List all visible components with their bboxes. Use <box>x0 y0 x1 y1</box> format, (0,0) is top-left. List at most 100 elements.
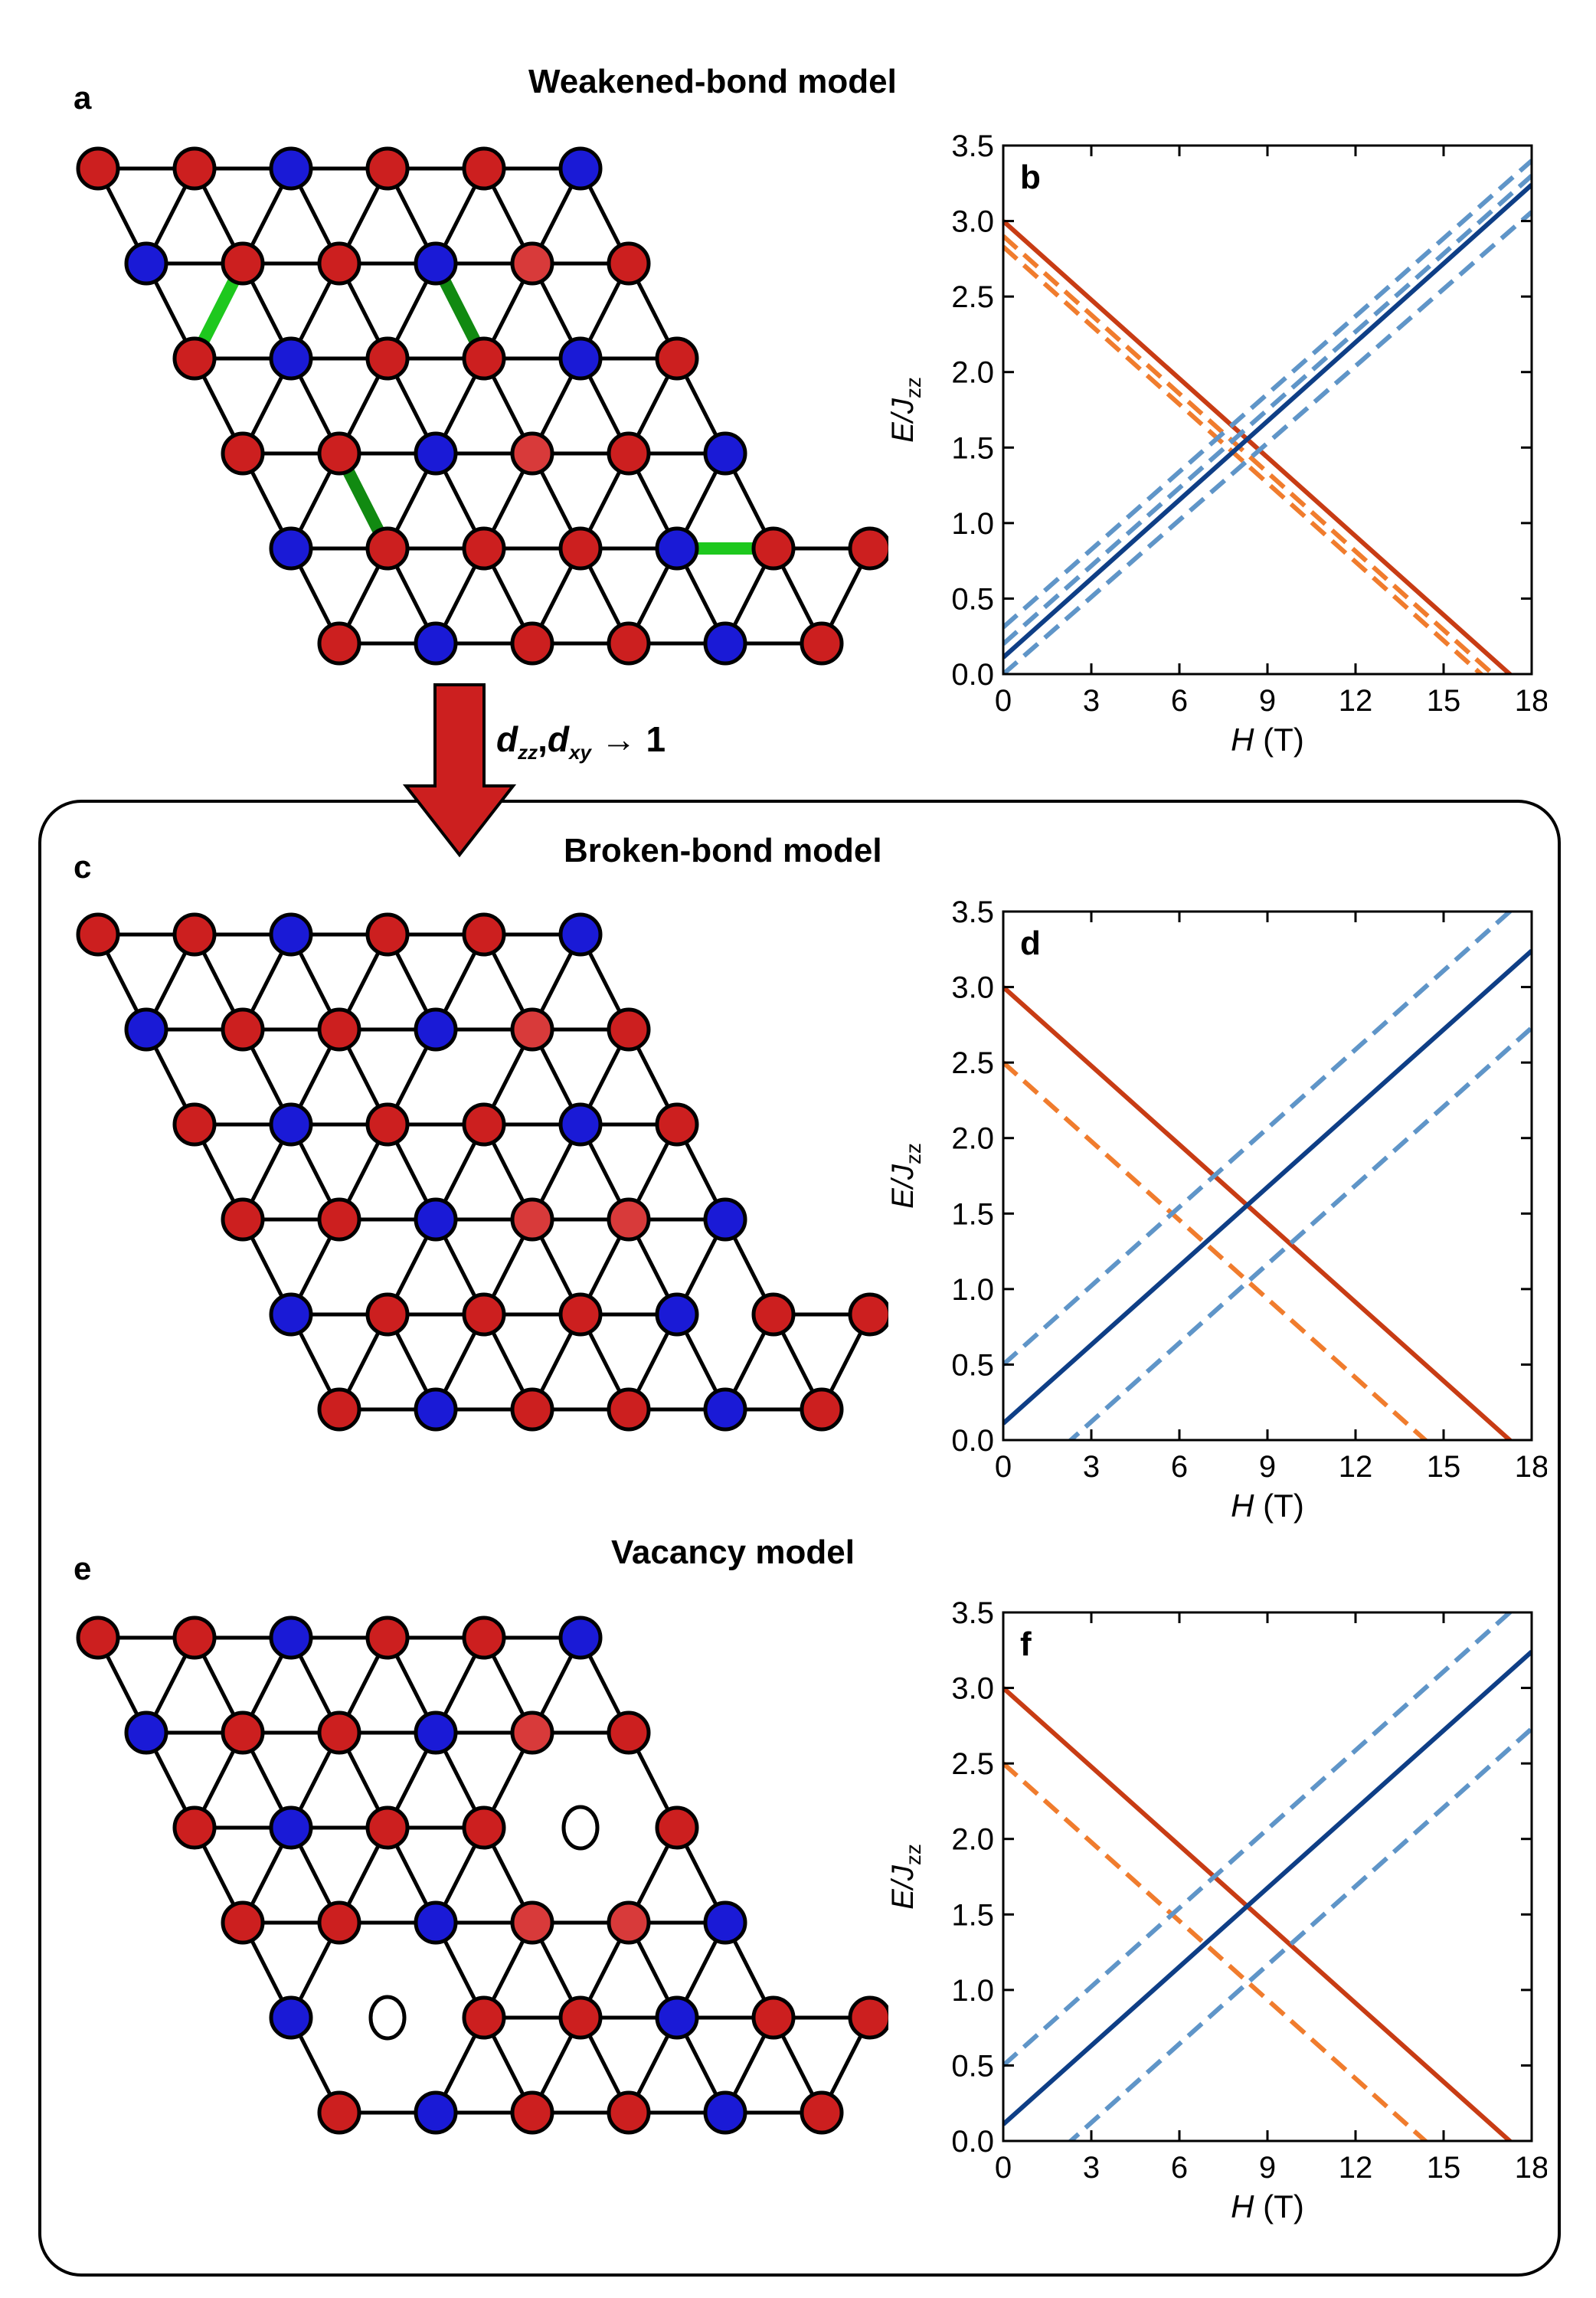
site-red <box>317 431 361 476</box>
series-line-5 <box>1067 1026 1532 1440</box>
site-blue <box>558 336 603 381</box>
y-tick-label: 3.5 <box>951 129 994 163</box>
site-red <box>365 146 410 191</box>
vacancy-site <box>368 1995 407 2041</box>
plot-frame <box>1002 1611 1533 2143</box>
x-tick-label: 15 <box>1427 2151 1461 2185</box>
series-line-5 <box>1067 1727 1532 2141</box>
site-red <box>462 1615 506 1660</box>
site-blue <box>269 912 313 957</box>
site-blue <box>269 336 313 381</box>
y-tick-label: 3.0 <box>951 1672 994 1706</box>
x-tick-label: 3 <box>1083 1450 1100 1484</box>
panel-label-c: c <box>74 849 92 885</box>
y-tick-label: 1.5 <box>951 1197 994 1231</box>
y-tick-label: 3.5 <box>951 895 994 929</box>
x-axis-label: H (T) <box>1231 722 1304 758</box>
site-blue <box>655 1292 699 1337</box>
site-blue <box>703 1387 747 1432</box>
site-red <box>607 1197 651 1242</box>
x-tick-label: 9 <box>1259 684 1276 718</box>
panel-label-b: b <box>1020 159 1041 196</box>
site-red <box>607 1387 651 1432</box>
series-line-6 <box>1003 174 1532 646</box>
site-red <box>365 526 410 571</box>
site-red <box>510 2090 554 2135</box>
site-blue <box>269 526 313 571</box>
site-blue <box>703 431 747 476</box>
site-red <box>800 2090 844 2135</box>
site-red <box>510 241 554 286</box>
y-tick-label: 2.5 <box>951 280 994 314</box>
site-red <box>751 526 796 571</box>
title-vacancy: Vacancy model <box>611 1534 855 1571</box>
site-red <box>462 146 506 191</box>
site-red <box>462 526 506 571</box>
y-tick-label: 0.0 <box>951 2125 994 2159</box>
site-blue <box>558 1615 603 1660</box>
site-blue <box>703 1197 747 1242</box>
arrow-label-rest: → 1 <box>590 719 666 759</box>
site-red <box>462 1995 506 2040</box>
transition-arrow <box>402 683 517 858</box>
site-blue <box>414 2090 458 2135</box>
site-red <box>655 1805 699 1850</box>
site-red <box>655 1102 699 1147</box>
site-red <box>607 621 651 666</box>
arrow-label: dzz,dxy → 1 <box>496 719 666 764</box>
site-red <box>317 2090 361 2135</box>
arrow-label-comma: , <box>538 719 548 759</box>
x-tick-label: 6 <box>1171 684 1188 718</box>
y-tick-label: 3.0 <box>951 205 994 239</box>
y-tick-label: 1.0 <box>951 507 994 541</box>
site-blue <box>414 241 458 286</box>
site-red <box>221 431 265 476</box>
x-tick-label: 0 <box>995 1450 1012 1484</box>
series-line-1 <box>1003 219 1513 674</box>
plot-frame <box>1002 910 1533 1442</box>
x-tick-label: 12 <box>1339 1450 1373 1484</box>
site-red <box>848 1995 888 2040</box>
site-red <box>76 146 120 191</box>
frame-box <box>38 800 1561 2277</box>
site-red <box>172 1615 217 1660</box>
y-tick-label: 0.0 <box>951 658 994 692</box>
panel-label-f: f <box>1020 1625 1032 1663</box>
site-red <box>751 1292 796 1337</box>
site-red <box>510 1900 554 1945</box>
y-axis-label: E/Jzz <box>886 1143 925 1209</box>
site-red <box>365 336 410 381</box>
site-red <box>462 336 506 381</box>
y-tick-label: 1.0 <box>951 1273 994 1307</box>
site-red <box>510 1387 554 1432</box>
site-red <box>221 1710 265 1755</box>
site-red <box>365 912 410 957</box>
x-tick-label: 6 <box>1171 1450 1188 1484</box>
site-red <box>221 1197 265 1242</box>
site-blue <box>269 1805 313 1850</box>
y-tick-label: 0.0 <box>951 1424 994 1458</box>
site-blue <box>558 1102 603 1147</box>
y-axis-label: E/Jzz <box>886 1844 925 1910</box>
y-tick-label: 0.5 <box>951 582 994 616</box>
series-line-5 <box>1003 159 1532 630</box>
site-red <box>172 146 217 191</box>
x-tick-label: 6 <box>1171 2151 1188 2185</box>
title-weakened-bond: Weakened-bond model <box>528 63 897 100</box>
series-line-3 <box>1003 244 1485 674</box>
plot-frame <box>1002 144 1533 676</box>
site-red <box>848 1292 888 1337</box>
x-tick-label: 3 <box>1083 2151 1100 2185</box>
series-line-2 <box>1003 234 1496 674</box>
vacancy-site <box>561 1805 600 1851</box>
site-blue <box>414 1197 458 1242</box>
site-red <box>221 241 265 286</box>
site-red <box>317 1007 361 1052</box>
y-tick-label: 1.5 <box>951 431 994 465</box>
x-axis-label: H (T) <box>1231 2188 1304 2224</box>
site-blue <box>558 912 603 957</box>
site-blue <box>414 1710 458 1755</box>
arrow-label-d2: d <box>547 719 569 759</box>
